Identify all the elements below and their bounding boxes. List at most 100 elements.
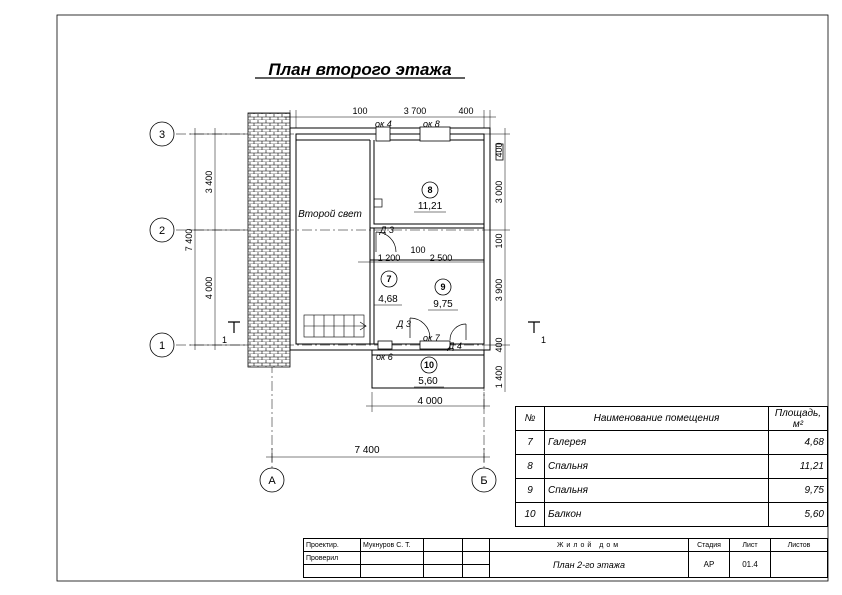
stamp-empty (303, 564, 361, 578)
label-ok8: ок 8 (423, 119, 440, 129)
window-ok7 (419, 340, 451, 350)
row-area: 9,75 (768, 478, 828, 503)
dim-left-3400: 3 400 (204, 171, 214, 194)
stamp-check-label: Проверил (303, 551, 361, 565)
axis-bubble-3 (149, 121, 175, 147)
opening-labels: ок 4 ок 8 ок 6 ок 7 Д 3 Д 3 Д 4 (375, 119, 462, 362)
axis-bubble-1 (149, 332, 175, 358)
stamp-empty (423, 564, 463, 578)
stamp-empty (462, 564, 490, 578)
row-name: Спальня (544, 454, 769, 479)
table-row: 7 Галерея 4,68 (515, 430, 828, 455)
row-name: Спальня (544, 478, 769, 503)
window-ok4 (375, 126, 391, 142)
label-d3a: Д 3 (379, 225, 394, 235)
dim-top (284, 110, 496, 128)
window-ok6 (377, 340, 393, 350)
label-d3b: Д 3 (396, 319, 411, 329)
stamp-proj-label: Проектир. (303, 538, 361, 552)
stamp-empty (360, 551, 424, 565)
row-no: 7 (515, 430, 545, 455)
table-row: 8 Спальня 11,21 (515, 454, 828, 479)
dim-right-400b: 400 (494, 337, 504, 352)
room-markers: 8 11,21 7 4,68 9 9,75 10 5,60 (374, 181, 458, 388)
dim-bottom (266, 392, 490, 462)
title-block: Проектир. Мукнуров С. Т. Жилой дом Стади… (303, 538, 828, 578)
dim-right-1400: 1 400 (494, 366, 504, 389)
row-no: 8 (515, 454, 545, 479)
label-d4: Д 4 (447, 341, 462, 351)
row-no: 10 (515, 502, 545, 527)
stamp-empty (462, 538, 490, 552)
axis-label-3: 3 (159, 129, 165, 141)
dim-balcony: 4 000 (417, 396, 442, 407)
dim-right-3900: 3 900 (494, 279, 504, 302)
table-row: 10 Балкон 5,60 (515, 502, 828, 527)
door-arc-d3a (375, 231, 397, 253)
axis-bubble-b (471, 467, 497, 493)
stamp-sheet: 01.4 (729, 551, 771, 578)
room-10-number: 10 (424, 360, 434, 370)
dim-inner-1200: 1 200 (378, 253, 401, 263)
window-right (495, 143, 504, 161)
vent-icon (373, 198, 383, 208)
stamp-stage-header: Стадия (688, 538, 730, 552)
doors (375, 231, 467, 341)
dim-top-3700: 3 700 (404, 106, 427, 116)
row-area: 5,60 (768, 502, 828, 527)
stamp-empty (360, 564, 424, 578)
dim-top-100: 100 (352, 106, 367, 116)
label-ok4: ок 4 (375, 119, 392, 129)
axis-label-1: 1 (159, 340, 165, 352)
axis-label-a: А (268, 475, 276, 487)
axis-bubble-2 (149, 217, 175, 243)
void-label: Второй свет (298, 209, 362, 220)
dim-top-400: 400 (458, 106, 473, 116)
axis-label-b: Б (480, 475, 487, 487)
room-schedule-table: № Наименование помещения Площадь, м² 7 Г… (515, 406, 828, 527)
room-7-number: 7 (386, 274, 391, 284)
dim-right-3000: 3 000 (494, 181, 504, 204)
room-10-area: 5,60 (418, 376, 438, 387)
dim-left (190, 128, 248, 350)
dim-left-4000: 4 000 (204, 277, 214, 300)
axis-markers: 3 2 1 А Б (149, 121, 497, 493)
table-row: 9 Спальня 9,75 (515, 478, 828, 503)
dim-left-total: 7 400 (184, 229, 194, 252)
sheet-frame (56, 14, 829, 582)
label-ok6: ок 6 (376, 352, 393, 362)
dim-right (490, 128, 510, 392)
brick-wall (247, 112, 291, 368)
header-name: Наименование помещения (544, 406, 769, 431)
stamp-sheet-title: План 2-го этажа (489, 551, 689, 578)
row-area: 4,68 (768, 430, 828, 455)
dim-right-100: 100 (494, 233, 504, 248)
room-8-number: 8 (427, 185, 432, 195)
dim-inner-2500: 2 500 (430, 253, 453, 263)
row-name: Галерея (544, 430, 769, 455)
dim-inner-100: 100 (410, 245, 425, 255)
header-area: Площадь, м² (768, 406, 828, 431)
door-arc-d3b (409, 317, 431, 339)
axis-bubble-a (259, 467, 285, 493)
windows (375, 126, 504, 350)
window-ok8 (419, 126, 451, 142)
table-header-row: № Наименование помещения Площадь, м² (515, 406, 828, 431)
row-name: Балкон (544, 502, 769, 527)
stamp-empty (423, 551, 463, 565)
room-9-area: 9,75 (433, 299, 453, 310)
label-ok7: ок 7 (423, 333, 441, 343)
stamp-empty (462, 551, 490, 565)
stairs (303, 314, 367, 338)
door-arc-d4 (449, 323, 467, 341)
stamp-sheets (770, 551, 828, 578)
stamp-object: Жилой дом (489, 538, 689, 552)
room-9-number: 9 (440, 282, 445, 292)
section-left-label: 1 (222, 335, 227, 345)
header-no: № (515, 406, 545, 431)
room-8-area: 11,21 (418, 201, 443, 212)
row-area: 11,21 (768, 454, 828, 479)
row-no: 9 (515, 478, 545, 503)
section-right-label: 1 (541, 335, 546, 345)
